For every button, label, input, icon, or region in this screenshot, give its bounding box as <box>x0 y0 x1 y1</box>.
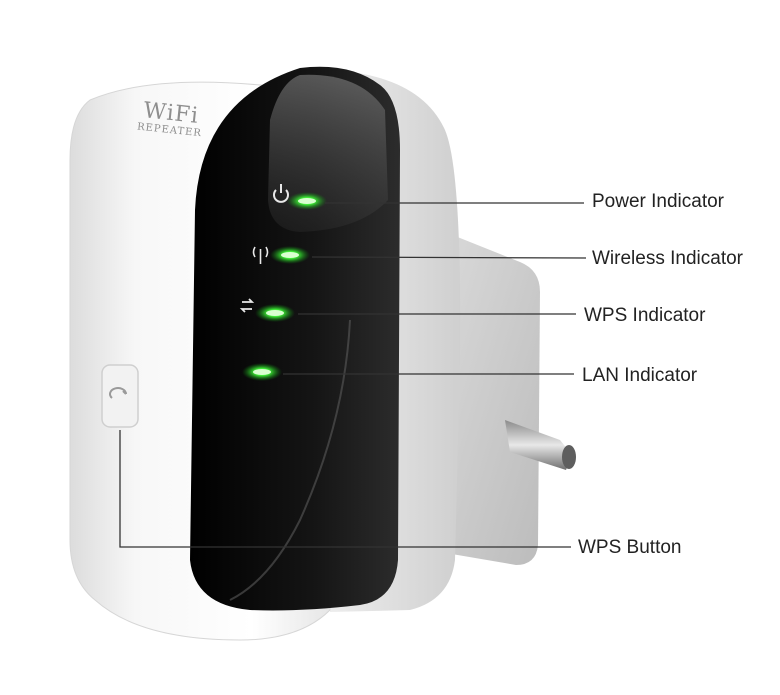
wps-button <box>101 364 139 428</box>
brand-logo: WiFi REPEATER <box>136 98 203 140</box>
power-plug <box>440 230 576 565</box>
wps-indicator-label: WPS Indicator <box>584 305 706 326</box>
power-icon <box>273 184 289 203</box>
wps-led <box>255 304 295 322</box>
wps-button-label: WPS Button <box>578 537 682 558</box>
wps-button-icon <box>109 387 127 399</box>
antenna-icon <box>252 246 269 264</box>
wireless-indicator-label: Wireless Indicator <box>592 248 743 269</box>
lan-led <box>242 363 282 381</box>
sync-arrows-icon <box>239 298 255 313</box>
wireless-led <box>270 246 310 264</box>
panel-gloss <box>268 74 388 232</box>
wireless-leader-line <box>311 256 587 259</box>
power-led <box>287 192 327 210</box>
wps-button-leader-line <box>119 430 571 548</box>
plug-pin <box>505 420 572 470</box>
lan-indicator-label: LAN Indicator <box>582 365 698 386</box>
power-indicator-label: Power Indicator <box>592 191 725 212</box>
